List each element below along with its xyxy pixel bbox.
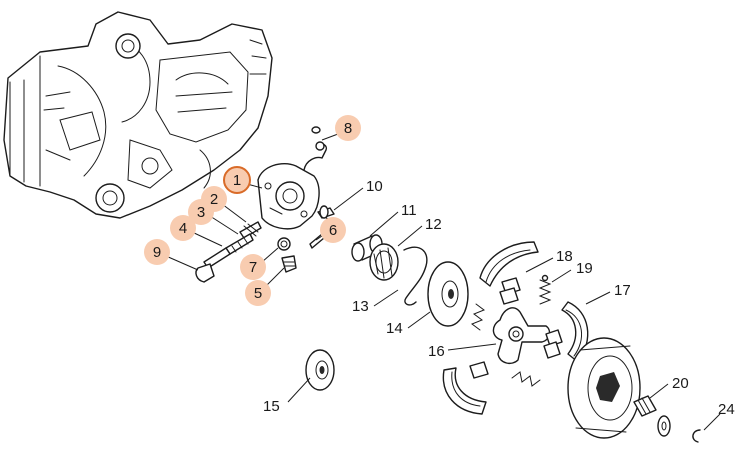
callout-3-badge (188, 199, 214, 225)
callout-4-badge (170, 215, 196, 241)
callout-18-label: 18 (556, 248, 573, 265)
clutch-shoe-18 (479, 241, 539, 305)
spring-lower (511, 371, 541, 387)
callout-5: 5 (245, 280, 271, 306)
bushing-11 (351, 234, 383, 262)
callout-4-label: 4 (179, 220, 187, 237)
screw-10 (317, 205, 339, 225)
needle-cage-12 (369, 243, 399, 281)
screw-and-oring (277, 233, 325, 273)
callout-8: 8 (335, 115, 361, 141)
clutch-shoe-lower (442, 361, 489, 415)
spring-19 (538, 274, 552, 305)
callout-19-label: 19 (576, 260, 593, 277)
oil-hose (303, 126, 328, 171)
callout-9-label: 9 (153, 244, 161, 261)
needle-bearing-20 (633, 395, 657, 417)
callout-5-badge (245, 280, 271, 306)
leader-lines (165, 133, 721, 431)
callout-3: 3 (188, 199, 214, 225)
callout-9: 9 (144, 239, 170, 265)
callout-9-badge (144, 239, 170, 265)
callout-14-label: 14 (386, 320, 403, 337)
callout-15-label: 15 (263, 398, 280, 415)
spring-left (470, 303, 486, 331)
clutch-drum (567, 337, 641, 439)
callout-16-label: 16 (428, 343, 445, 360)
callout-7: 7 (240, 254, 266, 280)
callout-2-label: 2 (210, 191, 218, 208)
clutch-carrier-16 (492, 307, 551, 365)
callout-8-label: 8 (344, 120, 352, 137)
callout-11-label: 11 (401, 202, 417, 219)
callout-5-label: 5 (254, 285, 262, 302)
callout-6-badge (320, 217, 346, 243)
callout-1-badge (223, 166, 251, 194)
washer-15 (305, 349, 335, 391)
washer-small (657, 415, 671, 437)
oil-pump-body (257, 162, 320, 230)
callout-13-label: 13 (352, 298, 369, 315)
callout-17-label: 17 (614, 282, 631, 299)
callout-7-label: 7 (249, 259, 257, 276)
callout-4: 4 (170, 215, 196, 241)
callout-24-label: 24 (718, 401, 735, 418)
crankcase-housing (3, 11, 273, 219)
callout-1: 1 (223, 166, 251, 194)
clutch-shoe-17 (543, 301, 589, 363)
disc-14 (427, 261, 469, 327)
callout-1-label: 1 (233, 172, 241, 189)
callout-6-label: 6 (329, 222, 337, 239)
callout-10-label: 10 (366, 178, 383, 195)
wire-spring-13 (403, 246, 428, 306)
callout-3-label: 3 (197, 204, 205, 221)
callout-20-label: 20 (672, 375, 689, 392)
callout-7-badge (240, 254, 266, 280)
e-clip-24 (692, 429, 701, 443)
callout-6: 6 (320, 217, 346, 243)
callout-8-badge (335, 115, 361, 141)
pump-small-parts (195, 221, 262, 283)
callout-12-label: 12 (425, 216, 442, 233)
